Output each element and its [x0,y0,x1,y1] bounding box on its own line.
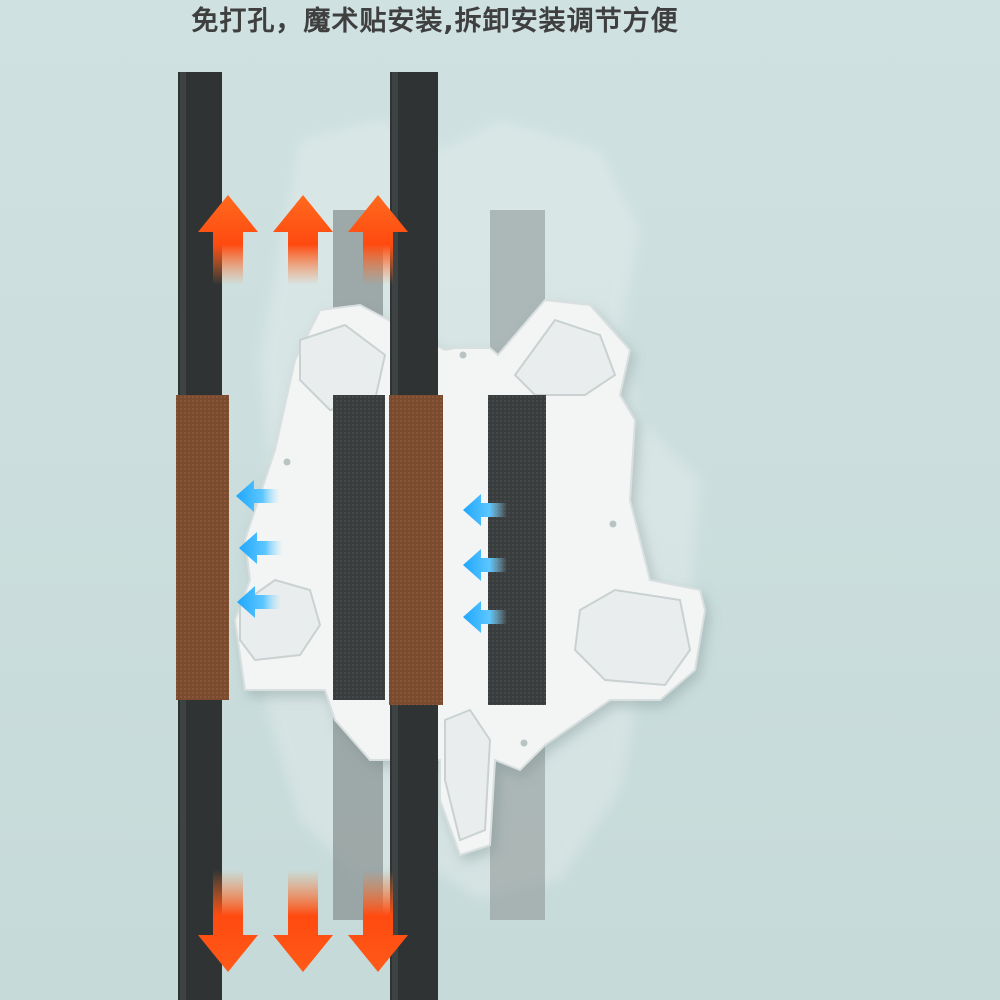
arrow-up-icon-group [198,195,408,285]
arrow-left-icon [463,494,507,526]
arrow-down-icon-group [198,870,408,972]
arrow-left-icon [463,601,507,633]
velcro-strip-panel-left [333,395,385,700]
arrow-left-icon-group [236,480,507,633]
headline: 免打孔，魔术贴安装,拆卸安装调节方便 [191,6,679,37]
arrow-up-icon [198,195,258,285]
velcro-strip-panel-right [488,395,546,705]
arrow-down-icon [348,870,408,972]
panel-pad [573,588,692,687]
arrow-down-icon [273,870,333,972]
velcro-patch-left [176,395,229,700]
arrow-up-icon [273,195,333,285]
velcro-patch-right [389,395,443,705]
arrow-down-icon [198,870,258,972]
arrow-left-icon [463,549,507,581]
arrow-left-icon [237,586,281,618]
arrow-left-icon [239,532,283,564]
arrow-left-icon [236,480,280,512]
arrow-up-icon [348,195,408,285]
panel-pad [444,708,492,842]
